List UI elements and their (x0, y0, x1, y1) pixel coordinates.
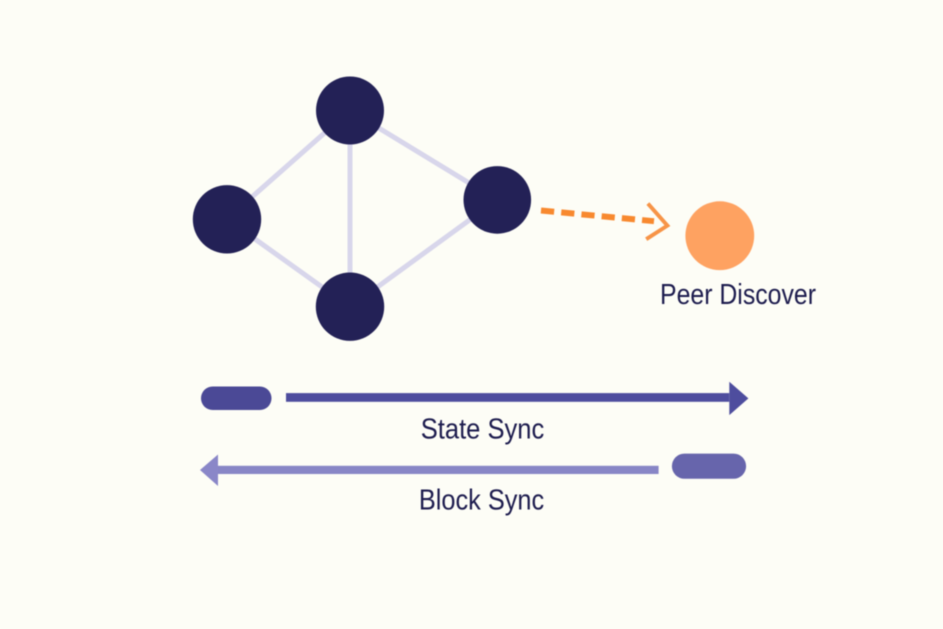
svg-text:Peer Discover: Peer Discover (660, 279, 816, 311)
svg-text:Block Sync: Block Sync (419, 485, 544, 517)
svg-text:State Sync: State Sync (421, 413, 545, 445)
